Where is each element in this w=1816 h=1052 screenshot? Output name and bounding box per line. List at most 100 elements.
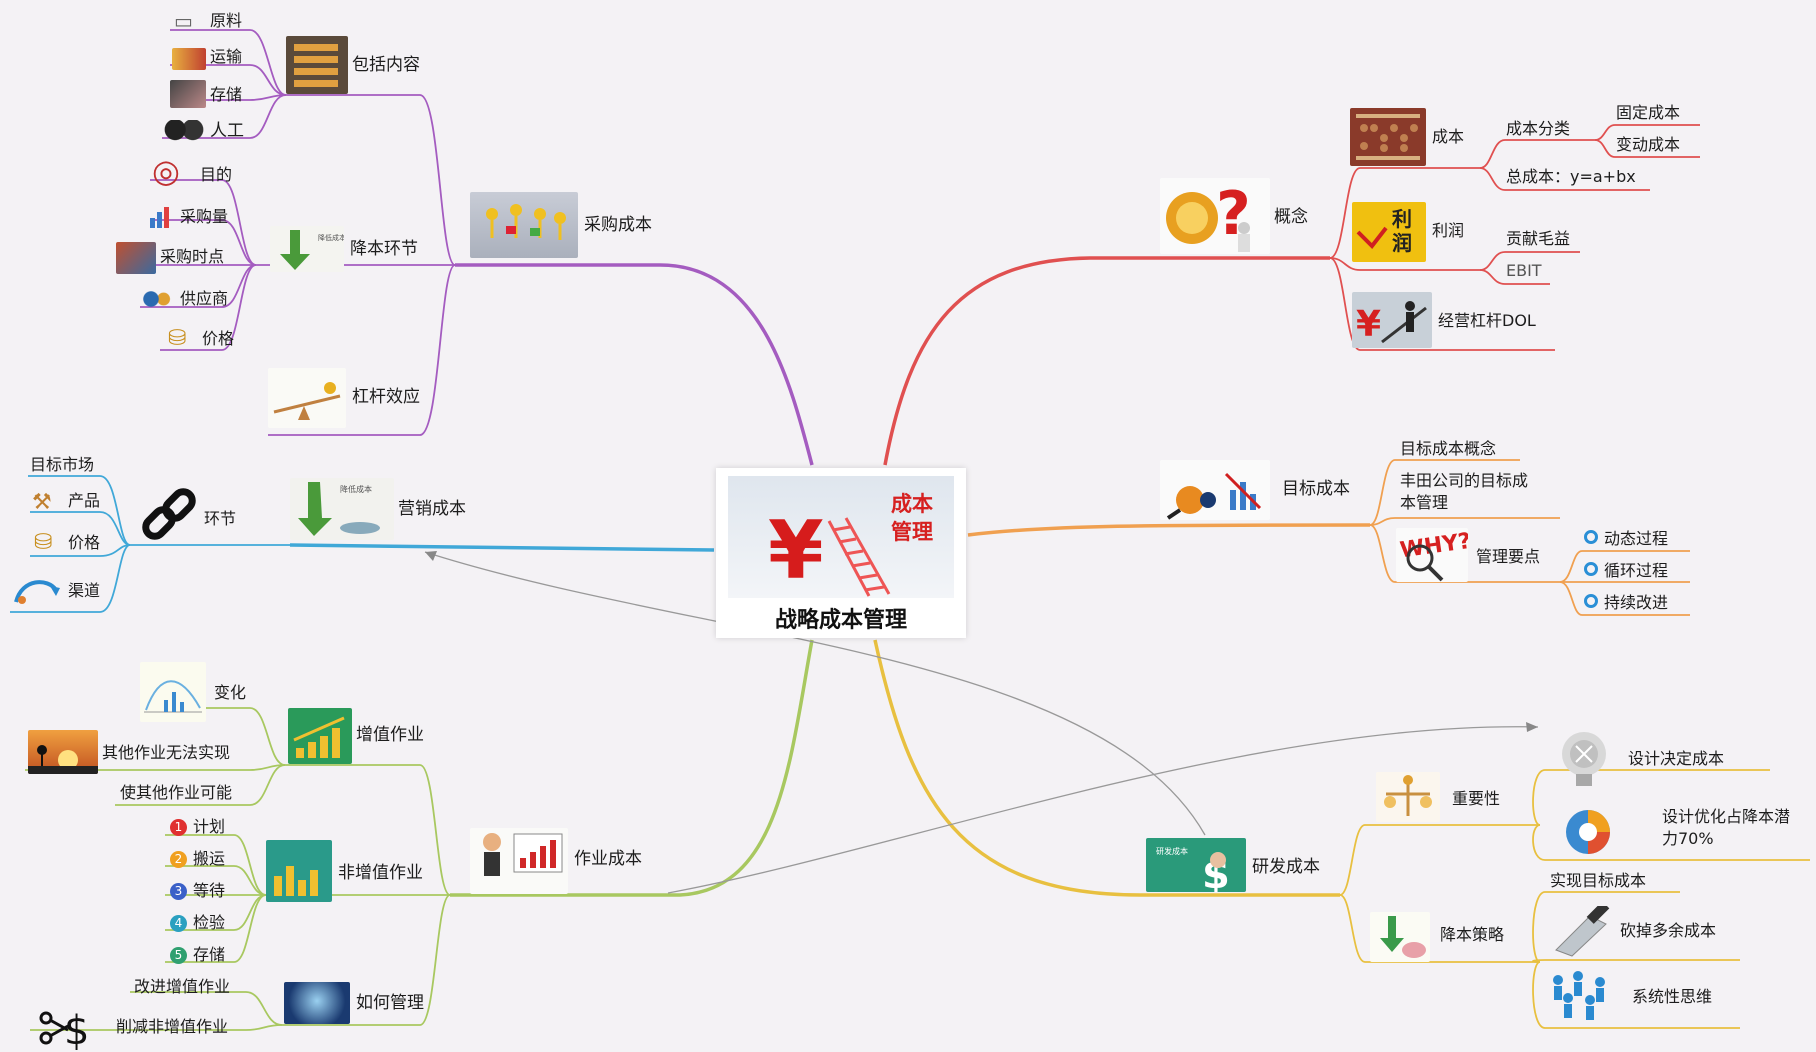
strategy-item-0[interactable]: 实现目标成本 xyxy=(1550,871,1647,890)
target-item-0[interactable]: 目标成本概念 xyxy=(1400,439,1497,458)
target-cost-label[interactable]: 目标成本 xyxy=(1282,479,1350,499)
strategy-item-1[interactable]: 砍掉多余成本 xyxy=(1620,921,1717,940)
leverage-label[interactable]: 杠杆效应 xyxy=(352,387,420,407)
profit-label[interactable]: 利润 xyxy=(1432,221,1465,240)
profit-item-1[interactable]: EBIT xyxy=(1506,261,1542,280)
include-item-3[interactable]: 人工 xyxy=(210,121,244,141)
reduce-item-3[interactable]: 供应商 xyxy=(180,289,229,308)
link-label[interactable]: 环节 xyxy=(204,509,237,528)
product-icon: ⚒ xyxy=(32,490,52,515)
change-chart-image xyxy=(140,662,206,722)
manage-label[interactable]: 如何管理 xyxy=(356,993,424,1013)
lightbulb-icon xyxy=(1562,732,1606,786)
yen-icon: ¥ xyxy=(768,504,824,597)
profit-image: 利润 xyxy=(1352,202,1426,262)
profit-pic-char-2: 润 xyxy=(1392,231,1412,255)
svg-text:降低成本: 降低成本 xyxy=(318,233,344,242)
include-item-1[interactable]: 运输 xyxy=(210,47,243,66)
importance-item-0[interactable]: 设计决定成本 xyxy=(1628,749,1725,768)
leverage-image xyxy=(268,368,346,428)
supplier-icon xyxy=(142,288,178,310)
people-network-icon xyxy=(1553,971,1605,1020)
link-item-3[interactable]: 渠道 xyxy=(68,581,101,600)
manage-item-0[interactable]: 改进增值作业 xyxy=(134,977,231,996)
profit-pic-char-1: 利 xyxy=(1392,207,1412,231)
warehouse-icon xyxy=(170,80,206,108)
management-points-label[interactable]: 管理要点 xyxy=(1476,547,1541,566)
target-cost-image xyxy=(1160,460,1270,520)
strategy-image xyxy=(1370,912,1430,962)
svg-text:降低成本: 降低成本 xyxy=(340,484,372,494)
reduce-item-4[interactable]: 价格 xyxy=(202,329,235,348)
calendar-icon xyxy=(116,242,156,274)
points-item-2[interactable]: 持续改进 xyxy=(1584,592,1668,614)
central-title: 战略成本管理 xyxy=(774,608,907,633)
target-item-1[interactable]: 丰田公司的目标成 本管理 xyxy=(1400,471,1529,512)
include-label[interactable]: 包括内容 xyxy=(352,55,420,75)
cost-category-item-0[interactable]: 固定成本 xyxy=(1616,103,1681,122)
central-topic[interactable]: ¥ 成本 管理 战略成本管理 xyxy=(716,468,966,638)
reduce-label[interactable]: 降本环节 xyxy=(350,239,418,259)
profit-item-0[interactable]: 贡献毛益 xyxy=(1506,229,1571,248)
purchase-cost-label[interactable]: 采购成本 xyxy=(584,215,652,235)
include-item-0[interactable]: 原料 xyxy=(210,11,243,30)
purchase-image xyxy=(470,192,578,258)
activity-image xyxy=(470,828,568,894)
marketing-cost-label[interactable]: 营销成本 xyxy=(398,499,466,519)
include-item-2[interactable]: 存储 xyxy=(210,85,243,104)
importance-label[interactable]: 重要性 xyxy=(1452,789,1501,808)
ladder-icon xyxy=(827,517,891,597)
bullet-icon xyxy=(1584,562,1598,576)
manage-image xyxy=(284,982,350,1024)
value-added-label[interactable]: 增值作业 xyxy=(356,725,424,745)
pie-chart-icon xyxy=(1566,810,1610,854)
reduce-item-2[interactable]: 采购时点 xyxy=(160,247,225,266)
cost-label[interactable]: 成本 xyxy=(1432,127,1465,146)
coin-icon: ⛁ xyxy=(34,530,53,555)
value-added-item-2[interactable]: 使其他作业可能 xyxy=(120,783,233,802)
bar-chart-icon xyxy=(150,207,169,228)
value-added-item-1[interactable]: 其他作业无法实现 xyxy=(102,743,231,762)
cost-category-label[interactable]: 成本分类 xyxy=(1506,119,1571,138)
cost-category-item-1[interactable]: 变动成本 xyxy=(1616,135,1681,154)
value-added-item-0[interactable]: 变化 xyxy=(214,683,247,702)
link-item-1[interactable]: 产品 xyxy=(68,491,101,510)
strategy-label[interactable]: 降本策略 xyxy=(1440,925,1505,944)
points-item-0[interactable]: 动态过程 xyxy=(1584,528,1668,550)
svg-text:研发成本: 研发成本 xyxy=(1156,846,1188,856)
link-item-0[interactable]: 目标市场 xyxy=(30,455,95,474)
why-image: WHY? xyxy=(1396,528,1468,582)
value-added-image xyxy=(288,708,352,764)
target-icon: ◎ xyxy=(152,152,180,190)
scissors-dollar-icon: $ xyxy=(39,1008,89,1050)
rd-cost-label[interactable]: 研发成本 xyxy=(1252,857,1320,877)
truck-icon xyxy=(172,48,206,70)
manage-item-1[interactable]: 削减非增值作业 xyxy=(116,1017,229,1036)
dol-label[interactable]: 经营杠杆DOL xyxy=(1438,311,1536,330)
non-value-label[interactable]: 非增值作业 xyxy=(338,863,423,883)
non-value-image xyxy=(266,840,332,902)
total-cost-formula[interactable]: 总成本：y=a+bx xyxy=(1506,167,1636,186)
link-item-2[interactable]: 价格 xyxy=(68,533,101,552)
activity-cost-label[interactable]: 作业成本 xyxy=(574,849,642,869)
central-image: ¥ 成本 管理 xyxy=(728,476,954,598)
reduce-item-1[interactable]: 采购量 xyxy=(180,207,229,226)
central-badge: 成本 管理 xyxy=(891,492,933,544)
reduce-item-0[interactable]: 目的 xyxy=(200,165,233,184)
svg-text:¥: ¥ xyxy=(1356,304,1381,345)
coin-icon: ⛁ xyxy=(168,326,187,351)
importance-item-1[interactable]: 设计优化占降本潜 力70% xyxy=(1662,807,1791,848)
channel-icon xyxy=(14,580,60,604)
reduce-image: 降低成本 xyxy=(270,226,344,272)
knife-icon xyxy=(1555,906,1610,957)
bullet-icon xyxy=(1584,594,1598,608)
concept-label[interactable]: 概念 xyxy=(1274,207,1308,227)
strategy-item-2[interactable]: 系统性思维 xyxy=(1632,987,1713,1006)
points-item-1[interactable]: 循环过程 xyxy=(1584,560,1668,582)
